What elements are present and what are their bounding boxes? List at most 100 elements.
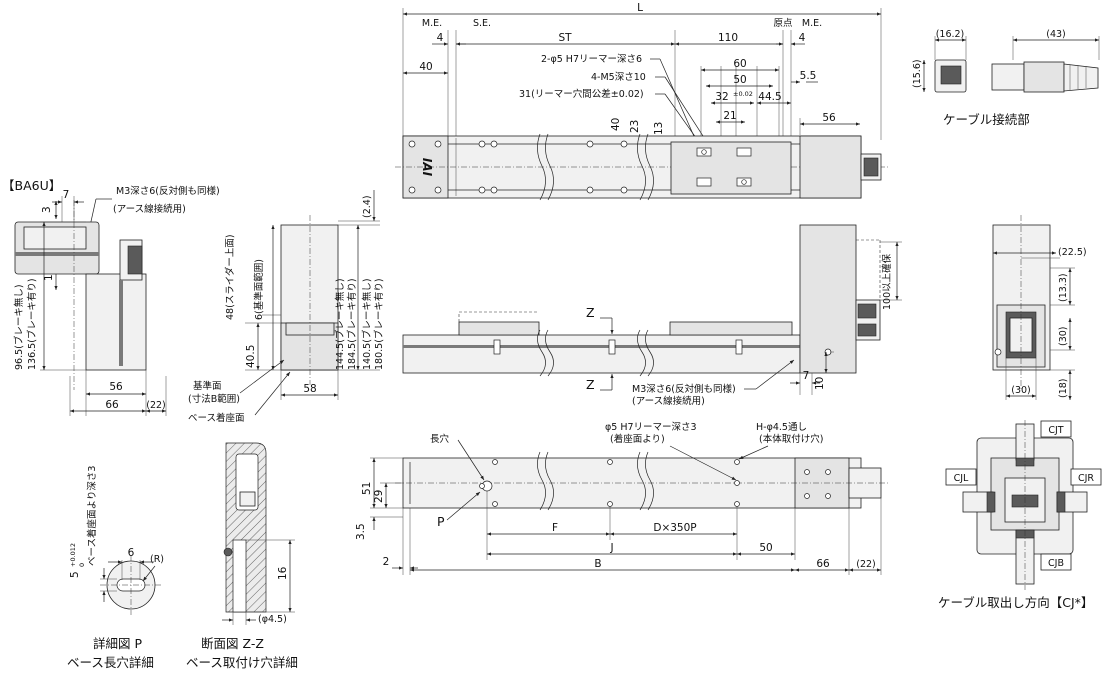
section-z-bottom: Z (586, 377, 595, 392)
dim-50: 50 (733, 74, 746, 86)
height2-brake: 180.5(ブレーキ有り) (373, 278, 385, 370)
dim-15-6: (15.6) (912, 59, 923, 88)
note-m3-ground-2: (アース線接続用) (113, 203, 186, 215)
dim-22-5: (22.5) (1058, 247, 1087, 258)
label-slot: 長穴 (430, 433, 450, 445)
label-detail-p: P (437, 514, 445, 529)
end-view: M3深さ6(反対側も同様) (アース線接続用) 7 3 10 96.5(ブレーキ… (13, 185, 220, 416)
note-pin-hole: 2-φ5 H7リーマー深さ6 (541, 54, 642, 65)
dim-110: 110 (718, 32, 738, 44)
detail-caption-1: 詳細図 P (93, 636, 142, 651)
label-origin: 原点 (773, 18, 793, 29)
logo-iai: IAI (420, 158, 434, 177)
dim-7: 7 (63, 189, 70, 201)
dim-4-left: 4 (437, 32, 444, 44)
connector-caption: ケーブル接続部 (943, 112, 1030, 127)
dim-40-5: 40.5 (245, 345, 257, 368)
dim-13-3: (13.3) (1058, 273, 1069, 302)
label-me-right: M.E. (802, 18, 822, 29)
side-view: (2.4) 48(スライダー上面) 6(基準面範囲) 40.5 144.5(ブレ… (188, 190, 385, 424)
dim-56: 56 (822, 112, 836, 124)
dim-22-bottom: (22) (856, 559, 876, 570)
detail-note-depth: ベース着座面より深さ3 (86, 466, 98, 566)
dim-32-tol: ±0.02 (733, 90, 753, 98)
cable-dir-cjb: CJB (1048, 558, 1064, 569)
dim-21: 21 (723, 110, 736, 122)
dim-DxP: D×350P (653, 522, 696, 534)
front-view: 100以上確保 Z Z M3深さ6(反対側も同様) (アース線接続用) 7 10 (402, 224, 902, 407)
note-m5: 4-M5深さ10 (591, 72, 646, 83)
height1-no-brake: 144.5(ブレーキ無し) (334, 278, 346, 370)
dim-10-front: 10 (814, 377, 826, 390)
cable-dir-cjt: CJT (1048, 425, 1063, 436)
note-pin-bottom: φ5 H7リーマー深さ3 (605, 422, 697, 433)
dim-18: (18) (1058, 378, 1069, 398)
section-z-top: Z (586, 305, 595, 320)
right-view: (22.5) (13.3) (30) (18) (30) (992, 215, 1087, 400)
dim-J: J (609, 542, 613, 554)
cable-dir-cjl: CJL (954, 473, 969, 484)
note-mount-hole-2: (本体取付け穴) (759, 433, 823, 445)
connector-view: (16.2) (15.6) (43) ケーブル接続部 (912, 29, 1100, 127)
section-caption-2: ベース取付け穴詳細 (186, 655, 298, 670)
dim-50-bottom: 50 (759, 542, 772, 554)
label-st: ST (558, 32, 572, 44)
label-se: S.E. (473, 18, 491, 29)
dim-43: (43) (1046, 29, 1066, 40)
dim-51: 51 (361, 482, 373, 495)
dim-22: (22) (146, 400, 166, 411)
cable-dir-caption: ケーブル取出し方向【CJ*】 (938, 595, 1093, 610)
section-zz-view: 16 (φ4.5) 断面図 Z-Z ベース取付け穴詳細 (186, 442, 298, 670)
dim-2: 2 (383, 556, 390, 568)
height-brake: 136.5(ブレーキ有り) (26, 278, 38, 370)
top-view: L M.E. S.E. ST 110 原点 M.E. 4 4 40 2-φ5 H… (395, 2, 890, 201)
dim-66-bottom: 66 (816, 558, 830, 570)
label-ref-face: 基準面 (193, 380, 222, 392)
height2-no-brake: 140.5(ブレーキ無し) (361, 278, 373, 370)
dim-40-vertical: 40 (610, 118, 622, 131)
note-slider-top: 48(スライダー上面) (224, 234, 236, 320)
dim-2-4: (2.4) (362, 195, 373, 218)
dim-3-5: 3.5 (355, 523, 367, 540)
dim-7-front: 7 (803, 370, 810, 382)
dim-30-horizontal: (30) (1011, 385, 1031, 396)
model-label: 【BA6U】 (2, 178, 61, 193)
dim-16-2: (16.2) (936, 29, 965, 40)
detail-dim-6: 6 (128, 547, 135, 559)
section-dim-16: 16 (277, 566, 289, 580)
dim-58: 58 (303, 383, 316, 395)
note-ref-range: 6(基準面範囲) (253, 259, 265, 320)
dim-56: 56 (109, 381, 123, 393)
detail-tol-upper: +0.012 (69, 543, 77, 567)
dim-3: 3 (41, 206, 53, 213)
note-m3-ground-front: M3深さ6(反対側も同様) (632, 383, 736, 395)
dim-4-right: 4 (799, 32, 806, 44)
detail-caption-2: ベース長穴詳細 (67, 655, 154, 670)
note-mount-hole: H-φ4.5通し (756, 422, 807, 433)
height1-brake: 184.5(ブレーキ有り) (346, 278, 358, 370)
label-base-face: ベース着座面 (188, 412, 245, 424)
dim-B: B (594, 558, 601, 570)
height-no-brake: 96.5(ブレーキ無し) (13, 284, 25, 370)
note-m3-ground: M3深さ6(反対側も同様) (116, 185, 220, 197)
dim-44-5: 44.5 (758, 91, 781, 103)
dim-5-5: 5.5 (800, 70, 817, 82)
cable-direction-view: CJT CJL CJR CJB ケーブル取出し方向【CJ*】 (938, 420, 1102, 610)
dim-30-vertical: (30) (1058, 326, 1069, 346)
detail-tol-lower: 0 (78, 563, 86, 567)
label-me-left: M.E. (422, 18, 442, 29)
section-caption-1: 断面図 Z-Z (201, 636, 264, 651)
dim-F: F (552, 522, 558, 534)
cable-dir-cjr: CJR (1078, 473, 1094, 484)
dim-13-vertical: 13 (653, 122, 665, 135)
dim-32: 32 (715, 91, 728, 103)
dim-23-vertical: 23 (629, 120, 641, 133)
detail-radius: (R) (150, 554, 164, 565)
note-pin-bottom-2: (着座面より) (610, 433, 665, 445)
dim-40: 40 (419, 61, 432, 73)
note-m3-ground-front-2: (アース線接続用) (632, 395, 705, 407)
note-ream: 31(リーマー穴間公差±0.02) (519, 88, 644, 100)
detail-dim-5: 5 (69, 571, 81, 578)
note-cable-clearance: 100以上確保 (881, 253, 893, 310)
